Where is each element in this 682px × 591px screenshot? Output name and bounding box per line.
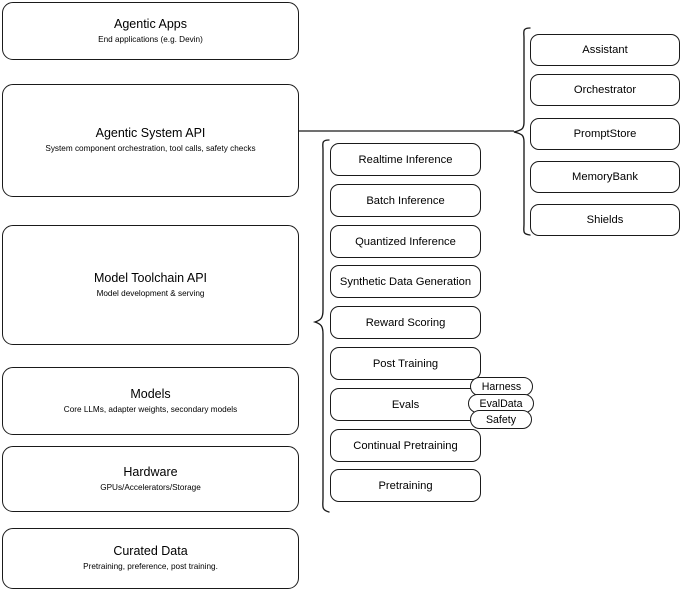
capability-box-evals[interactable]: Evals [330,388,481,421]
capability-label: Continual Pretraining [353,439,458,452]
layer-box-curated-data[interactable]: Curated Data Pretraining, preference, po… [2,528,299,589]
layer-box-model-toolchain-api[interactable]: Model Toolchain API Model development & … [2,225,299,345]
capability-label: Quantized Inference [355,235,456,248]
capability-label: Realtime Inference [358,153,453,166]
layer-title: Agentic Apps [114,16,187,31]
component-box-orchestrator[interactable]: Orchestrator [530,74,680,106]
layer-title: Curated Data [113,544,188,558]
layer-subtitle: Pretraining, preference, post training. [83,562,218,571]
layer-subtitle: System component orchestration, tool cal… [45,144,256,153]
layer-box-models[interactable]: Models Core LLMs, adapter weights, secon… [2,367,299,435]
capability-box-continual-pretraining[interactable]: Continual Pretraining [330,429,481,462]
capability-label: Post Training [372,357,439,370]
layer-box-agentic-system-api[interactable]: Agentic System API System component orch… [2,84,299,197]
component-label: Shields [586,214,624,226]
layer-title: Hardware [123,464,178,479]
capability-label: Reward Scoring [365,316,446,329]
capability-box-batch-inference[interactable]: Batch Inference [330,184,481,217]
layer-subtitle: GPUs/Accelerators/Storage [100,482,201,492]
component-box-memorybank[interactable]: MemoryBank [530,161,680,193]
capability-box-realtime-inference[interactable]: Realtime Inference [330,143,481,176]
layer-subtitle: Model development & serving [96,288,205,298]
evals-pill-evaldata[interactable]: EvalData [468,394,534,413]
component-label: PromptStore [573,128,637,140]
layer-title: Model Toolchain API [93,270,208,285]
component-label: Assistant [582,44,628,56]
layer-box-hardware[interactable]: Hardware GPUs/Accelerators/Storage [2,446,299,512]
layer-title: Agentic System API [95,126,206,140]
layer-box-agentic-apps[interactable]: Agentic Apps End applications (e.g. Devi… [2,2,299,60]
capability-box-reward-scoring[interactable]: Reward Scoring [330,306,481,339]
evals-pill-label: Safety [485,413,517,426]
layer-title: Models [130,386,171,401]
layer-subtitle: Core LLMs, adapter weights, secondary mo… [63,404,238,414]
capability-label: Batch Inference [366,194,445,207]
capability-box-pretraining[interactable]: Pretraining [330,469,481,502]
capability-label: Synthetic Data Generation [339,275,472,288]
capability-box-synthetic-data-generation[interactable]: Synthetic Data Generation [330,265,481,298]
evals-pill-label: EvalData [479,397,523,410]
connector-line-agentic-system-api [299,124,519,140]
component-label: MemoryBank [572,171,638,183]
component-box-shields[interactable]: Shields [530,204,680,236]
capability-label: Evals [391,398,420,411]
capability-box-quantized-inference[interactable]: Quantized Inference [330,225,481,258]
evals-pill-label: Harness [481,380,522,393]
capability-box-post-training[interactable]: Post Training [330,347,481,380]
component-box-assistant[interactable]: Assistant [530,34,680,66]
layer-subtitle: End applications (e.g. Devin) [98,34,203,44]
component-box-promptstore[interactable]: PromptStore [530,118,680,150]
component-label: Orchestrator [573,84,637,96]
capability-label: Pretraining [378,479,433,492]
evals-pill-safety[interactable]: Safety [470,410,532,429]
